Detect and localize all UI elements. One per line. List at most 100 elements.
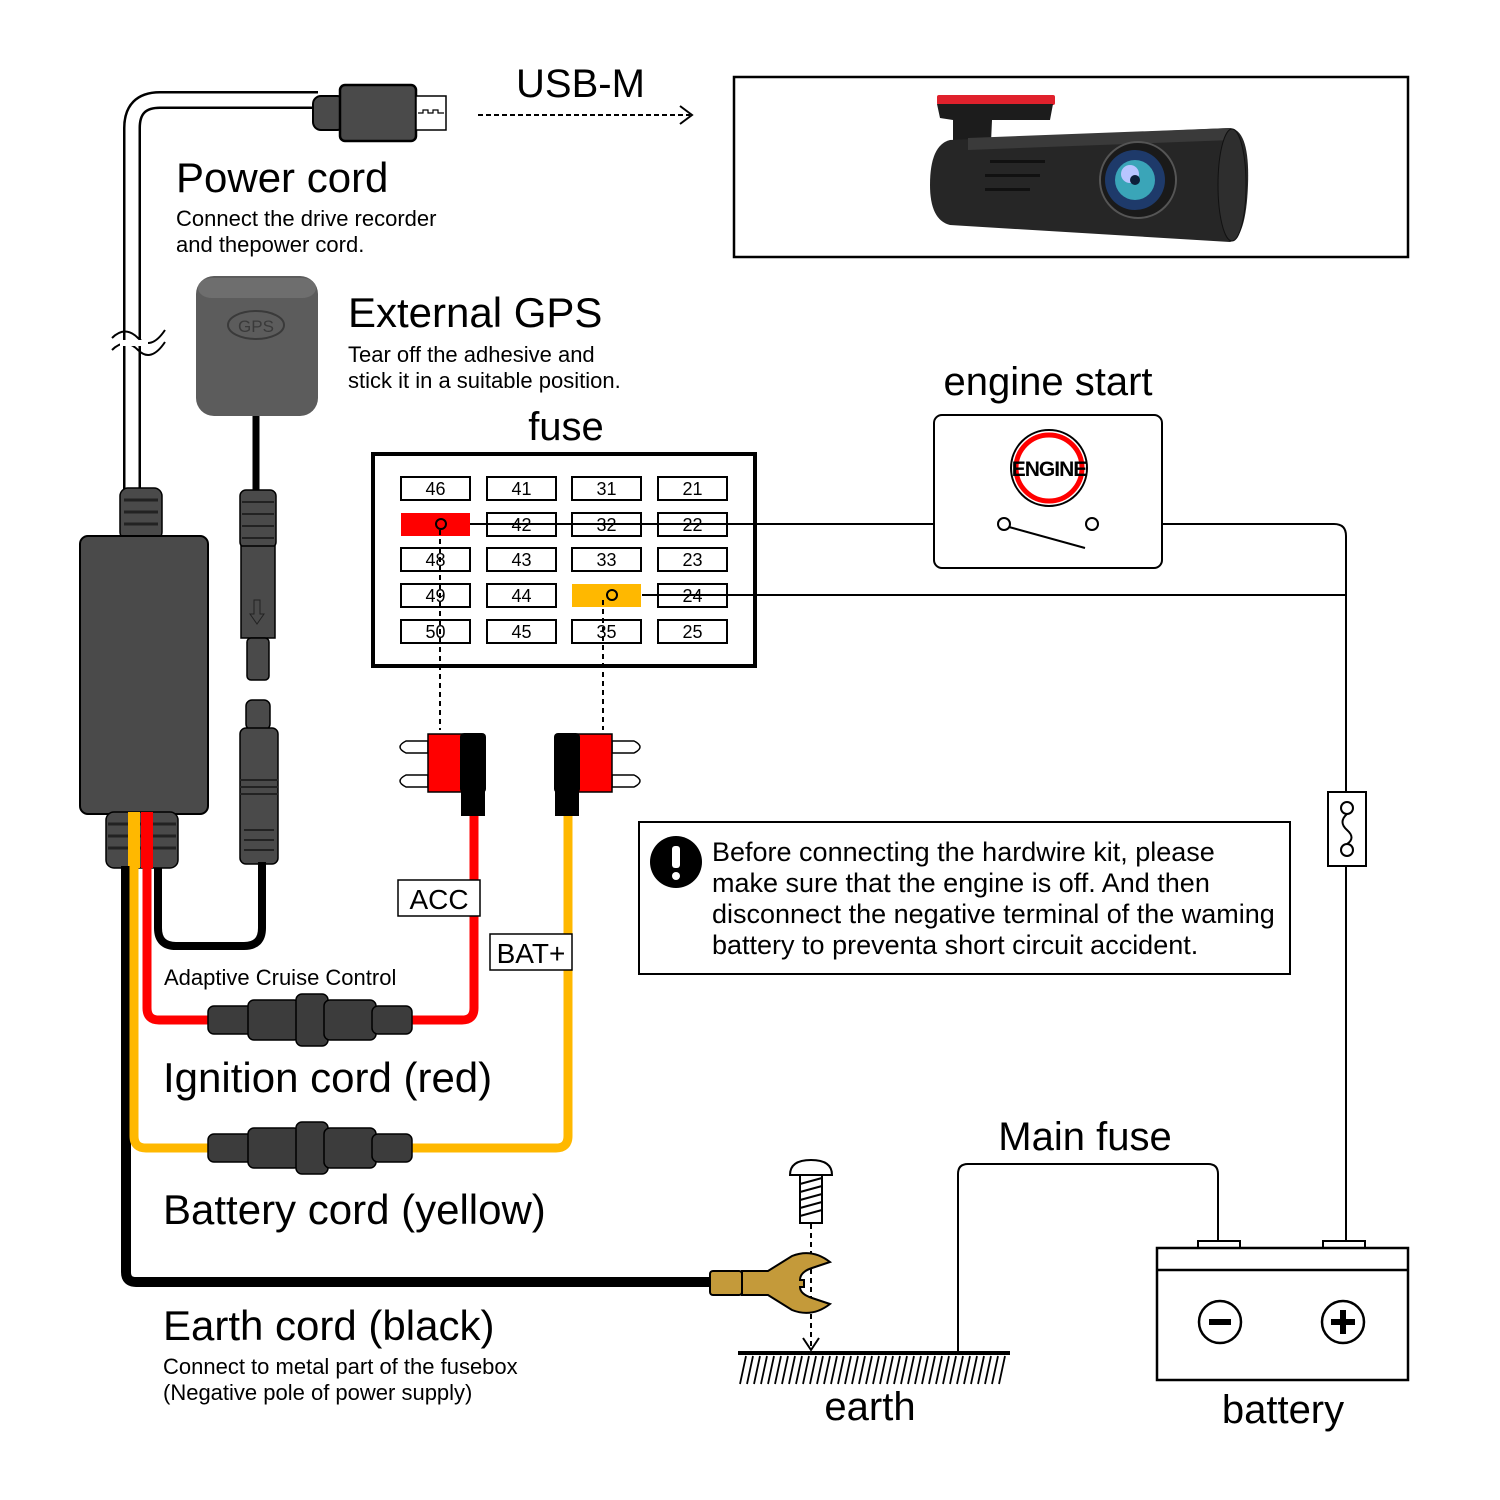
power-cord	[111, 91, 318, 490]
ground-hatch-line	[788, 1355, 796, 1385]
warning-line-2: make sure that the engine is off. And th…	[712, 868, 1210, 898]
battery-negative-icon	[1197, 1299, 1243, 1345]
ground-hatch-line	[991, 1355, 999, 1385]
fuse-slot	[486, 476, 557, 501]
warning-line-3: disconnect the negative terminal of the …	[712, 899, 1275, 929]
usb-arrow-icon	[478, 105, 694, 125]
earth-cord-label: Earth cord (black)	[163, 1302, 494, 1349]
hardwire-box-icon	[79, 487, 209, 869]
usb-plug-icon	[312, 83, 447, 143]
ground-hatch-line	[977, 1355, 985, 1385]
ground-hatch-line	[900, 1355, 908, 1385]
ignition-cord-label: Ignition cord (red)	[163, 1054, 492, 1101]
ground-hatch-line	[879, 1355, 887, 1385]
tap-point-icon	[606, 589, 618, 601]
fuse-slot-number: 23	[682, 550, 702, 570]
power-cord-desc-1: Connect the drive recorder	[176, 206, 436, 231]
usb-label: USB-M	[516, 62, 645, 106]
circuit-lines	[470, 523, 1347, 1352]
acc-note: Adaptive Cruise Control	[164, 965, 396, 990]
gps-title: External GPS	[348, 289, 602, 336]
ground-hatch-line	[942, 1355, 950, 1385]
ground-hatch-line	[956, 1355, 964, 1385]
battery-label: battery	[1222, 1388, 1344, 1432]
ground-hatch-line	[914, 1355, 922, 1385]
ground-hatch-line	[970, 1355, 978, 1385]
ground-hatch-line	[823, 1355, 831, 1385]
ground-hatch-line	[907, 1355, 915, 1385]
fuse-slot	[400, 619, 471, 644]
warning-box: Before connecting the hardwire kit, plea…	[638, 821, 1291, 975]
fuse-slot-number: 48	[425, 550, 445, 570]
fuse-slot	[486, 547, 557, 572]
ground-hatch-line	[739, 1355, 747, 1385]
ring-terminal-icon	[709, 1252, 833, 1314]
fuse-tap-acc-icon	[399, 733, 486, 816]
earth-label: earth	[824, 1385, 915, 1429]
fuse-slot-number: 49	[425, 586, 445, 606]
ground-hatch-line	[802, 1355, 810, 1385]
ignition-switch-icon	[997, 517, 1099, 549]
ground-hatch-line	[865, 1355, 873, 1385]
ground-hatch-line	[858, 1355, 866, 1385]
main-fuse-label: Main fuse	[998, 1115, 1171, 1159]
ground-hatch-line	[928, 1355, 936, 1385]
fuse-slot	[571, 547, 642, 572]
exclamation-icon	[650, 836, 702, 888]
ground-hatch-line	[935, 1355, 943, 1385]
fuse-slot	[657, 619, 728, 644]
screw-icon	[788, 1158, 834, 1224]
battery-icon	[1155, 1240, 1410, 1382]
engine-button-icon[interactable]: ENGINE	[1010, 429, 1088, 507]
gps-module-icon: GPS	[196, 276, 318, 495]
ground-hatch-line	[998, 1355, 1006, 1385]
fuse-slot-number: 46	[425, 479, 445, 499]
ground-hatch-line	[795, 1355, 803, 1385]
gps-badge: GPS	[238, 317, 274, 336]
fuse-slot-number: 25	[682, 622, 702, 642]
fuse-tap-bat-icon	[554, 733, 641, 816]
bat-tag: BAT+	[489, 933, 573, 971]
ground-hatch-line	[760, 1355, 768, 1385]
fuse-slot	[657, 547, 728, 572]
fuse-slot-number: 50	[425, 622, 445, 642]
ground-hatch-line	[984, 1355, 992, 1385]
fuse-slot	[400, 476, 471, 501]
fuse-slot-number: 33	[596, 550, 616, 570]
fuse-slot-number: 21	[682, 479, 702, 499]
fuse-slot	[571, 619, 642, 644]
fuse-slot	[486, 619, 557, 644]
line-fuse-icon	[1327, 791, 1367, 867]
bat-tag-label: BAT+	[497, 938, 566, 969]
warning-line-1: Before connecting the hardwire kit, plea…	[712, 837, 1215, 867]
fuse-slot	[400, 583, 471, 608]
power-cord-desc-2: and thepower cord.	[176, 232, 364, 257]
acc-tag-label: ACC	[409, 884, 468, 915]
ground-hatch-line	[746, 1355, 754, 1385]
ground-hatch-line	[809, 1355, 817, 1385]
fuse-slot-number: 44	[511, 586, 531, 606]
gps-connector-icon	[154, 489, 279, 950]
ground-hatch-line	[872, 1355, 880, 1385]
gps-desc-1: Tear off the adhesive and	[348, 342, 595, 367]
ground-hatch-line	[774, 1355, 782, 1385]
battery-cord-label: Battery cord (yellow)	[163, 1186, 546, 1233]
fuse-slot	[486, 583, 557, 608]
acc-tag: ACC	[397, 879, 481, 917]
fuse-slot-number: 41	[511, 479, 531, 499]
ground-hatch-line	[886, 1355, 894, 1385]
ground-hatch-line	[844, 1355, 852, 1385]
battery-positive-icon	[1320, 1299, 1366, 1345]
fuse-slot	[400, 547, 471, 572]
earth-wire	[121, 866, 720, 1287]
power-cord-title: Power cord	[176, 154, 388, 201]
ground-hatch-line	[830, 1355, 838, 1385]
gps-desc-2: stick it in a suitable position.	[348, 368, 621, 393]
warning-line-4: battery to preventa short circuit accide…	[712, 930, 1198, 960]
ground-hatch-line	[816, 1355, 824, 1385]
ground-hatch-line	[893, 1355, 901, 1385]
fuse-slot-number: 43	[511, 550, 531, 570]
ground-hatch-line	[949, 1355, 957, 1385]
tap-point-icon	[435, 518, 447, 530]
